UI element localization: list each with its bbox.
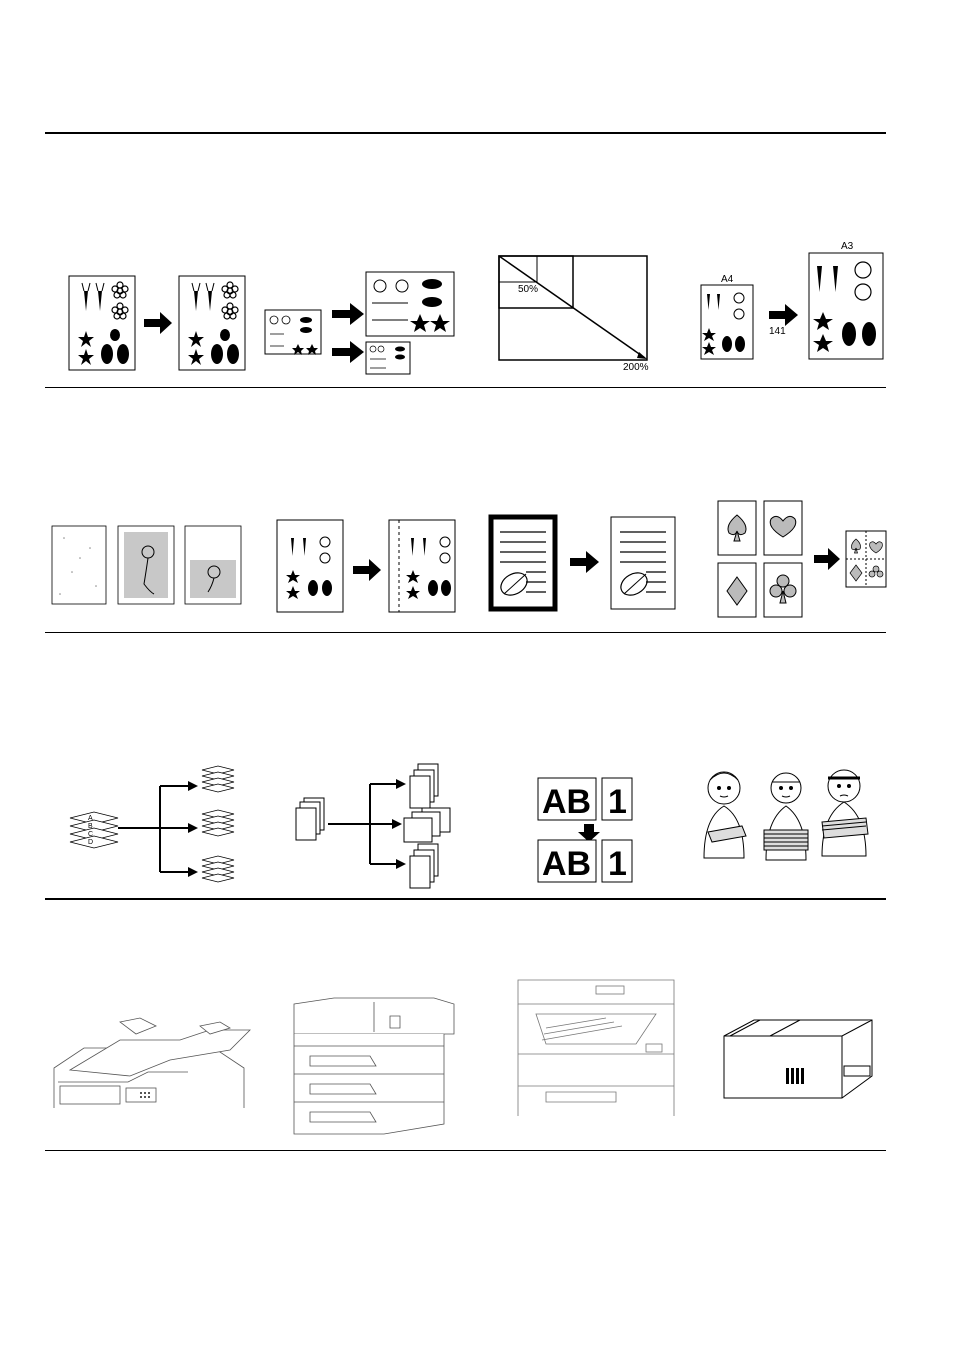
source-size-label: A4: [721, 274, 734, 285]
section-divider-4: [45, 1150, 886, 1151]
zoom-max-label: 200%: [623, 362, 649, 373]
sort-sheet-b: B: [88, 823, 93, 830]
group-copies-illustration: [295, 763, 451, 889]
enlarge-ratio-label: 141: [769, 326, 786, 337]
key-counter-illustration: [723, 1019, 873, 1099]
page-text-top: AB: [542, 783, 591, 821]
section-divider-2: [45, 632, 886, 633]
image-quality-illustration: [51, 525, 242, 605]
sort-sheet-a: A: [88, 815, 93, 822]
enlarge-reduce-illustration: [264, 271, 455, 375]
people-holding-copies-illustration: [703, 769, 869, 861]
zoom-min-label: 50%: [518, 284, 538, 295]
section-divider-1: [45, 387, 886, 388]
top-divider: [45, 132, 886, 134]
combine-copy-illustration: [717, 500, 887, 618]
page-number-bottom: 1: [608, 845, 627, 883]
sort-sheet-d: D: [88, 839, 93, 846]
border-erase-illustration: [488, 514, 676, 612]
zoom-range-illustration: 50% 200%: [498, 255, 649, 373]
target-size-label: A3: [841, 241, 854, 252]
paper-size-enlarge-illustration: A4 141 A3: [700, 241, 884, 360]
page-number-illustration: AB 1 AB 1: [537, 777, 633, 883]
page-text-bottom: AB: [542, 845, 591, 883]
full-size-copy-illustration: [68, 275, 246, 371]
sort-copies-illustration: A B C D: [69, 765, 235, 883]
document-processor-illustration: [53, 1017, 251, 1108]
section-divider-3: [45, 898, 886, 900]
sort-sheet-c: C: [88, 831, 93, 838]
finisher-illustration: [517, 979, 675, 1116]
page-number-top: 1: [608, 783, 627, 821]
paper-feeder-illustration: [293, 997, 455, 1135]
margin-shift-illustration: [276, 519, 456, 613]
